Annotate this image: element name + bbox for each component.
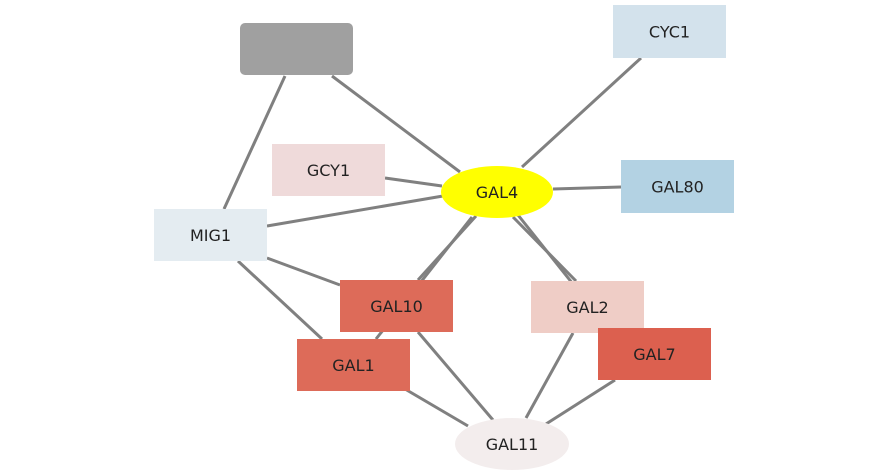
node-label-mig1: MIG1 bbox=[190, 226, 231, 245]
node-label-gal1: GAL1 bbox=[332, 356, 374, 375]
node-gal4[interactable]: GAL4 bbox=[441, 166, 553, 218]
edge-gal10-gal11 bbox=[416, 331, 495, 421]
node-shape-mig1[interactable] bbox=[154, 209, 267, 261]
node-mig1[interactable]: MIG1 bbox=[154, 209, 267, 261]
edge-layer bbox=[222, 56, 643, 428]
edge-cyc1-gal4 bbox=[520, 56, 643, 169]
edge-gal2-gal11 bbox=[524, 332, 575, 419]
node-gal80[interactable]: GAL80 bbox=[621, 160, 734, 213]
edge-mig1-gal4 bbox=[266, 194, 444, 228]
node-label-gal11: GAL11 bbox=[486, 435, 539, 454]
edge-mig1-gal1 bbox=[236, 259, 324, 341]
node-shape-gal4[interactable] bbox=[441, 166, 553, 218]
node-label-gal2: GAL2 bbox=[566, 298, 608, 317]
node-shape-gal2[interactable] bbox=[531, 281, 644, 333]
node-label-gal4: GAL4 bbox=[476, 183, 518, 202]
node-shape-gal80[interactable] bbox=[621, 160, 734, 213]
node-cyc1[interactable]: CYC1 bbox=[613, 5, 726, 58]
edge-gal80-gal4 bbox=[552, 185, 622, 191]
node-shape-gal1[interactable] bbox=[297, 339, 410, 391]
node-shape-gal10[interactable] bbox=[340, 280, 453, 332]
node-shape-gal7[interactable] bbox=[598, 328, 711, 380]
node-gal11[interactable]: GAL11 bbox=[455, 418, 569, 470]
node-gal1[interactable]: GAL1 bbox=[297, 339, 410, 391]
edge-gcy1-gal4 bbox=[384, 176, 443, 188]
edge-unlabeled-gal4 bbox=[331, 74, 461, 174]
node-shape-gal11[interactable] bbox=[455, 418, 569, 470]
node-unlabeled[interactable] bbox=[240, 23, 353, 75]
node-gal10[interactable]: GAL10 bbox=[340, 280, 453, 332]
edge-mig1-gal10 bbox=[266, 256, 341, 287]
node-shape-unlabeled[interactable] bbox=[240, 23, 353, 75]
node-label-gal10: GAL10 bbox=[370, 297, 423, 316]
edge-gal1-gal11 bbox=[404, 387, 469, 428]
node-shape-cyc1[interactable] bbox=[613, 5, 726, 58]
node-label-cyc1: CYC1 bbox=[649, 23, 690, 42]
node-gal7[interactable]: GAL7 bbox=[598, 328, 711, 380]
node-label-gcy1: GCY1 bbox=[307, 161, 350, 180]
node-label-gal7: GAL7 bbox=[633, 345, 675, 364]
node-gal2[interactable]: GAL2 bbox=[531, 281, 644, 333]
node-label-gal80: GAL80 bbox=[651, 178, 704, 197]
edge-unlabeled-mig1 bbox=[222, 75, 287, 210]
node-shape-gcy1[interactable] bbox=[272, 144, 385, 196]
edge-gal7-gal11 bbox=[545, 378, 616, 426]
node-gcy1[interactable]: GCY1 bbox=[272, 144, 385, 196]
